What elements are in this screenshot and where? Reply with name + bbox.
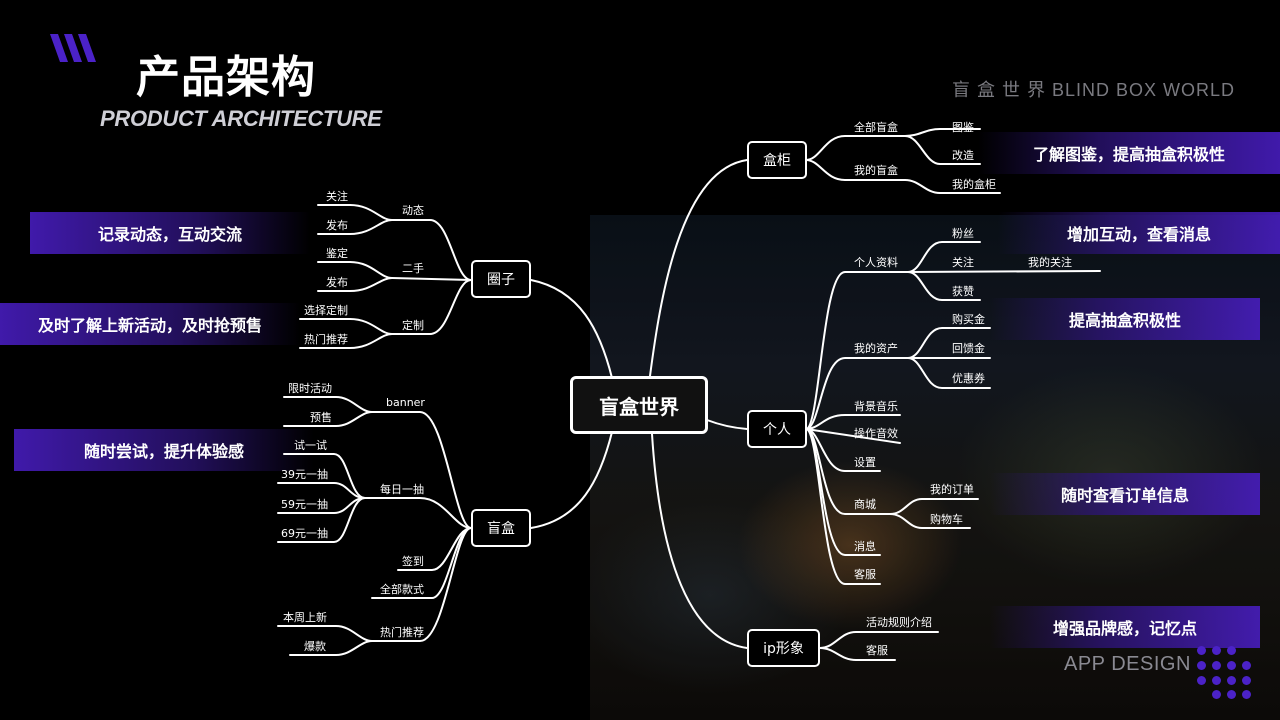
label-following: 关注: [952, 256, 974, 269]
label-dynamic: 动态: [402, 204, 424, 217]
label-checkin: 签到: [402, 555, 424, 568]
label-all-styles: 全部款式: [380, 583, 424, 596]
label-secondhand: 二手: [402, 262, 424, 275]
label-fans: 粉丝: [952, 227, 974, 240]
page-subtitle: PRODUCT ARCHITECTURE: [100, 106, 382, 131]
root-node: 盲盒世界: [570, 376, 708, 434]
label-settings: 设置: [854, 456, 876, 469]
label-custom: 定制: [402, 319, 424, 332]
label-choose-custom: 选择定制: [304, 304, 348, 317]
label-limited: 限时活动: [288, 382, 332, 395]
label-my-orders: 我的订单: [930, 483, 974, 496]
callout-interaction: 增加互动，查看消息: [998, 212, 1280, 254]
label-sfx: 操作音效: [854, 427, 898, 440]
logo-stripes-icon: [50, 34, 96, 62]
label-try: 试一试: [294, 439, 327, 452]
node-cabinet: 盒柜: [747, 141, 807, 179]
callout-record: 记录动态，互动交流: [30, 212, 310, 254]
label-coupon: 优惠券: [952, 372, 985, 385]
dot-grid-icon: [1196, 644, 1254, 702]
label-service: 客服: [854, 568, 876, 581]
label-assets: 我的资产: [854, 342, 898, 355]
app-design-label: APP DESIGN: [1064, 653, 1191, 675]
label-hot-recommend: 热门推荐: [304, 333, 348, 346]
label-appraise: 鉴定: [326, 247, 348, 260]
label-banner: banner: [386, 396, 425, 409]
brand-label: 盲 盒 世 界 BLIND BOX WORLD: [952, 80, 1236, 100]
page-title: 产品架构: [136, 52, 316, 103]
callout-orders: 随时查看订单信息: [990, 473, 1260, 515]
label-cart: 购物车: [930, 513, 963, 526]
callout-activities: 及时了解上新活动，及时抢预售: [0, 303, 300, 345]
callout-brand: 增强品牌感，记忆点: [990, 606, 1260, 648]
callout-handbook: 了解图鉴，提高抽盒积极性: [978, 132, 1280, 174]
label-ip-service: 客服: [866, 644, 888, 657]
label-handbook: 图鉴: [952, 121, 974, 134]
label-shop: 商城: [854, 498, 876, 511]
label-daily-draw: 每日一抽: [380, 483, 424, 496]
label-follow: 关注: [326, 190, 348, 203]
label-messages: 消息: [854, 540, 876, 553]
label-my-cabinet: 我的盒柜: [952, 178, 996, 191]
node-blindbox: 盲盒: [471, 509, 531, 547]
label-69: 69元一抽: [281, 527, 328, 540]
label-hot: 热门推荐: [380, 626, 424, 639]
callout-motivation: 提高抽盒积极性: [990, 298, 1260, 340]
label-39: 39元一抽: [281, 468, 328, 481]
callout-try: 随时尝试，提升体验感: [14, 429, 314, 471]
node-ip: ip形象: [747, 629, 820, 667]
label-my-boxes: 我的盲盒: [854, 164, 898, 177]
node-circle: 圈子: [471, 260, 531, 298]
label-presale: 预售: [310, 411, 332, 424]
label-post: 发布: [326, 219, 348, 232]
label-likes: 获赞: [952, 285, 974, 298]
label-59: 59元一抽: [281, 498, 328, 511]
node-personal: 个人: [747, 410, 807, 448]
label-post-2: 发布: [326, 276, 348, 289]
label-bgm: 背景音乐: [854, 400, 898, 413]
label-purchase-gold: 购买金: [952, 313, 985, 326]
label-new-week: 本周上新: [283, 611, 327, 624]
label-reward-gold: 回馈金: [952, 342, 985, 355]
label-modify: 改造: [952, 149, 974, 162]
label-all-boxes: 全部盲盒: [854, 121, 898, 134]
label-profile: 个人资料: [854, 256, 898, 269]
label-my-follow: 我的关注: [1028, 256, 1072, 269]
label-activity-rules: 活动规则介绍: [866, 616, 932, 629]
label-bestseller: 爆款: [304, 640, 326, 653]
